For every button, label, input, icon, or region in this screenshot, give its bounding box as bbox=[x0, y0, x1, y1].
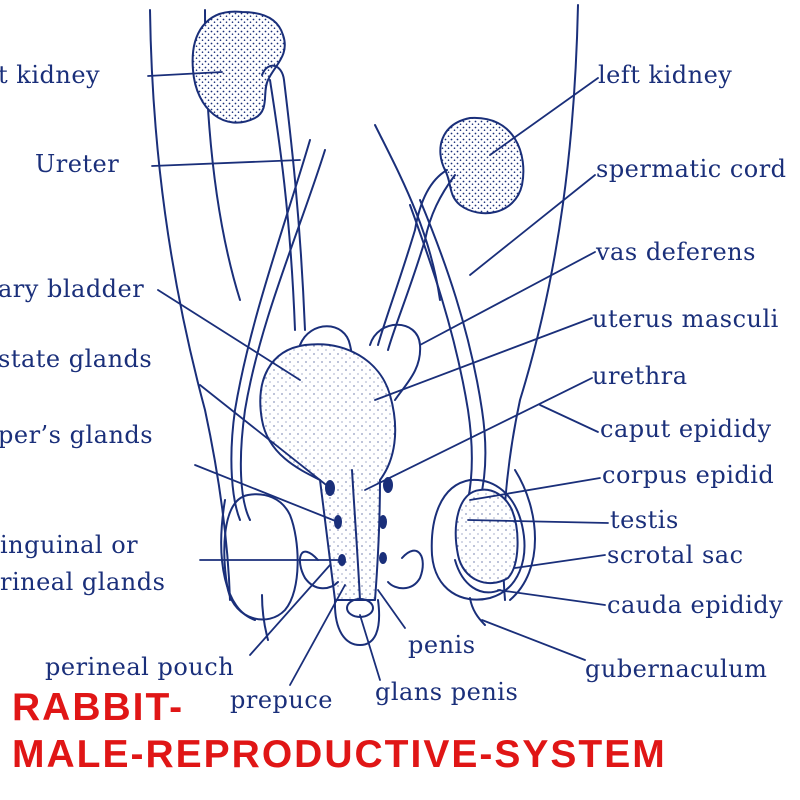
label-gubernaculum: gubernaculum bbox=[585, 655, 768, 683]
label-spermatic-cord: spermatic cord bbox=[596, 155, 787, 183]
urinary-bladder bbox=[259, 343, 397, 601]
penis bbox=[333, 599, 380, 646]
label-cauda-epididymis: cauda epididy bbox=[607, 591, 784, 619]
label-right-kidney: t kidney bbox=[0, 61, 101, 89]
perineal-gland-1 bbox=[338, 554, 346, 566]
label-urethra: urethra bbox=[592, 362, 688, 390]
ureter-right bbox=[261, 64, 306, 331]
label-perineal-pouch: perineal pouch bbox=[45, 653, 235, 681]
spermatic-cord-right-b bbox=[230, 139, 311, 521]
perineal-gland-2 bbox=[379, 552, 387, 564]
left-kidney bbox=[439, 116, 525, 215]
urethra-line bbox=[351, 469, 361, 601]
label-caput-epididymis: caput epididy bbox=[600, 415, 772, 443]
title-line-1: RABBIT- bbox=[12, 686, 185, 729]
body-contour-right bbox=[509, 469, 536, 601]
label-prostate-glands: state glands bbox=[0, 345, 153, 373]
label-testis: testis bbox=[610, 506, 679, 534]
label-penis: penis bbox=[408, 631, 476, 659]
right-kidney bbox=[191, 10, 286, 124]
label-urinary-bladder: ary bladder bbox=[0, 275, 145, 303]
accessory-glands bbox=[325, 477, 393, 566]
cowpers-gland-2 bbox=[379, 515, 387, 529]
perineal-pouch-fold bbox=[387, 549, 424, 590]
label-inguinal-or: inguinal or bbox=[0, 531, 139, 559]
ureter-left bbox=[377, 169, 448, 346]
label-cowpers-glands: per’s glands bbox=[0, 421, 154, 449]
label-ureter: Ureter bbox=[35, 150, 120, 178]
scrotal-sac-left bbox=[430, 478, 526, 601]
label-glans-penis: glans penis bbox=[375, 678, 519, 706]
label-vas-deferens: vas deferens bbox=[596, 238, 756, 266]
ureter-left-b bbox=[387, 174, 456, 351]
label-uterus-masculinus: uterus masculi bbox=[592, 305, 779, 333]
body-contour-left bbox=[220, 499, 256, 621]
spermatic-cord-left bbox=[409, 204, 473, 501]
prepuce-fold bbox=[298, 550, 339, 590]
spermatic-cord-left-b bbox=[419, 199, 487, 501]
label-prepuce: prepuce bbox=[230, 686, 334, 714]
body-wall-left-outer bbox=[149, 9, 231, 601]
body-wall-right-inner bbox=[374, 124, 441, 301]
label-corpus-epididymis: corpus epidid bbox=[602, 461, 775, 489]
ureter-right-b bbox=[269, 79, 296, 331]
body-wall-right-outer bbox=[502, 4, 579, 601]
spermatic-cord-right bbox=[239, 149, 326, 521]
cauda-epididymis-left bbox=[454, 559, 501, 594]
testis-left bbox=[454, 488, 519, 584]
prostate-gland-2 bbox=[383, 477, 393, 493]
gubernaculum-right bbox=[261, 594, 269, 641]
label-scrotal-sac: scrotal sac bbox=[607, 541, 744, 569]
scrotal-sac-right bbox=[223, 493, 299, 621]
label-perineal-glands: rineal glands bbox=[0, 568, 166, 596]
title-line-2: MALE-REPRODUCTIVE-SYSTEM bbox=[12, 733, 667, 776]
label-left-kidney: left kidney bbox=[598, 61, 733, 89]
gubernaculum-left bbox=[469, 597, 486, 626]
